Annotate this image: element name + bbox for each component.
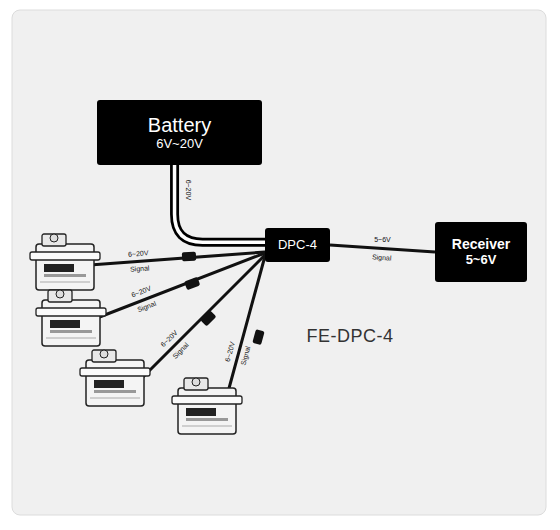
- device-box: Battery6V~20V: [97, 100, 262, 165]
- voltage-range: 5~6V: [466, 253, 497, 268]
- wire-label: Signal: [371, 253, 393, 262]
- cable: [175, 165, 265, 242]
- voltage-range: 6V~20V: [156, 137, 203, 152]
- wire-label: 5~6V: [373, 236, 392, 244]
- device-box: Receiver5~6V: [435, 222, 527, 282]
- box-title: Battery: [148, 114, 211, 137]
- box-title: Receiver: [452, 236, 510, 252]
- cable: [330, 245, 435, 252]
- box-title: DPC-4: [278, 238, 317, 253]
- device-box: DPC-4: [265, 228, 330, 262]
- diagram-title: FE-DPC-4: [305, 327, 394, 347]
- wire-label: 6~20V: [185, 179, 193, 201]
- cable-core: [175, 165, 265, 242]
- wire-label: 6~20V: [127, 249, 150, 258]
